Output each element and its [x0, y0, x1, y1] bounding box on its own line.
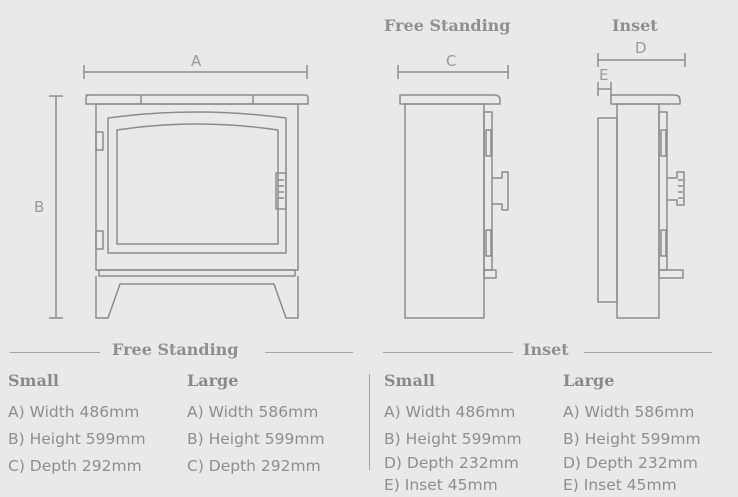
dim-label-c: C	[446, 52, 456, 70]
stove-side-view-free-standing	[399, 94, 509, 319]
inset-large-depth: D) Depth 232mm	[563, 454, 698, 472]
dim-label-e: E	[599, 66, 608, 84]
inset-small-width: A) Width 486mm	[384, 403, 516, 421]
divider-free-standing-left	[10, 352, 100, 353]
free-standing-large-width: A) Width 586mm	[187, 403, 319, 421]
free-standing-large-depth: C) Depth 292mm	[187, 457, 321, 475]
section-divider	[369, 374, 370, 470]
header-inset: Inset	[612, 16, 658, 35]
divider-inset-right	[584, 352, 712, 353]
divider-free-standing-right	[265, 352, 353, 353]
dimension-e-line	[597, 82, 612, 96]
stove-side-view-inset	[597, 94, 685, 319]
free-standing-small-width: A) Width 486mm	[8, 403, 140, 421]
header-free-standing: Free Standing	[384, 16, 511, 35]
inset-small-heading: Small	[384, 371, 436, 390]
free-standing-small-depth: C) Depth 292mm	[8, 457, 142, 475]
free-standing-large-height: B) Height 599mm	[187, 430, 325, 448]
dimension-b-line	[49, 95, 63, 319]
section-title-free-standing: Free Standing	[106, 340, 245, 359]
free-standing-large-heading: Large	[187, 371, 239, 390]
dim-label-a: A	[191, 52, 202, 70]
dim-label-b: B	[34, 198, 44, 216]
free-standing-small-height: B) Height 599mm	[8, 430, 146, 448]
section-title-inset: Inset	[517, 340, 575, 359]
inset-large-inset: E) Inset 45mm	[563, 476, 677, 494]
inset-small-depth: D) Depth 232mm	[384, 454, 519, 472]
inset-small-height: B) Height 599mm	[384, 430, 522, 448]
dimension-c-line	[397, 65, 509, 79]
dimension-d-line	[597, 53, 686, 67]
inset-large-width: A) Width 586mm	[563, 403, 695, 421]
dim-label-d: D	[635, 39, 647, 57]
inset-large-height: B) Height 599mm	[563, 430, 701, 448]
divider-inset-left	[383, 352, 513, 353]
inset-small-inset: E) Inset 45mm	[384, 476, 498, 494]
inset-large-heading: Large	[563, 371, 615, 390]
free-standing-small-heading: Small	[8, 371, 60, 390]
stove-diagrams: A B C D E	[34, 39, 686, 319]
dimension-a-line	[83, 65, 308, 79]
stove-front-view	[85, 94, 309, 319]
